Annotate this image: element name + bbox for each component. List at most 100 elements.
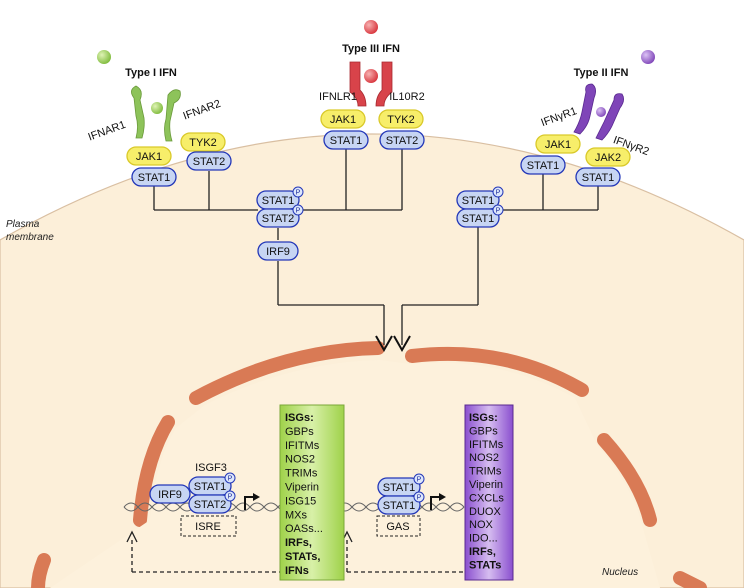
stat1-type2-b-label: STAT1 [582, 172, 615, 184]
phospho-icon: P [292, 204, 304, 216]
nuclear-envelope-right [405, 346, 589, 397]
type2-ifn-label: Type II IFN [574, 67, 629, 79]
isg-item: DUOX [469, 506, 501, 518]
isg-item-bold: STATs [469, 559, 501, 571]
type1-ifn-label: Type I IFN [125, 67, 177, 79]
type3-ifn-ligand-bound [364, 69, 378, 83]
jak1-type2-label: JAK1 [545, 139, 571, 151]
stat1-gas-b-label: STAT1 [383, 500, 416, 512]
gas-label: GAS [386, 521, 409, 533]
stat1-phospho-type2-b-label: STAT1 [462, 213, 495, 225]
pathway-lines [153, 148, 599, 345]
isg-item: TRIMs [469, 466, 502, 478]
type3-ifn-ligand [364, 20, 378, 34]
tyk2-type1: TYK2 [180, 132, 226, 152]
membrane-label: membrane [6, 232, 54, 243]
phospho-icon: P [224, 490, 236, 502]
stat1-type1-label: STAT1 [138, 172, 171, 184]
ifnlr1-receptor [349, 61, 367, 107]
type1-ifn-ligand [97, 50, 111, 64]
type2-ifn-ligand-bound [596, 107, 606, 117]
phospho-label: P [228, 494, 233, 501]
tyk2-type3: TYK2 [378, 109, 424, 129]
isg-item: GBPs [469, 425, 498, 437]
plasma-label: Plasma [6, 219, 40, 230]
stat1-phospho-type1-label: STAT1 [262, 195, 295, 207]
isg-item: OASs... [285, 523, 323, 535]
nuclear-envelope-left [189, 341, 385, 405]
type2-ifn-ligand [641, 50, 655, 64]
stat1-type2-a-label: STAT1 [527, 160, 560, 172]
il10r2-label: IL10R2 [389, 91, 424, 103]
isg-item: ISG15 [285, 495, 316, 507]
stat1-phospho-type2-a-label: STAT1 [462, 195, 495, 207]
isre-box [180, 515, 237, 537]
stat1-type3-label: STAT1 [330, 135, 363, 147]
phospho-icon: P [292, 186, 304, 198]
type1-ifn-ligand-bound [151, 102, 163, 114]
phospho-label: P [496, 190, 501, 197]
stat1-gas-a-label: STAT1 [383, 482, 416, 494]
isg-item: Viperin [469, 479, 503, 491]
ifngr1-label: IFNγR1 [539, 105, 578, 129]
isg-item: TRIMs [285, 468, 318, 480]
phospho-label: P [417, 495, 422, 502]
phospho-icon: P [492, 186, 504, 198]
isg-list-right: ISGs:GBPsIFITMsNOS2TRIMsViperinCXCLsDUOX… [469, 412, 504, 571]
stat2-isgf3-label: STAT2 [194, 499, 227, 511]
phospho-icon: P [413, 473, 425, 485]
isg-item: NOS2 [285, 454, 315, 466]
irf9-cytoplasm-label: IRF9 [266, 246, 290, 258]
isg-item: IFITMs [285, 440, 320, 452]
isg-item-bold: IRFs, [285, 537, 312, 549]
arrowhead-right [393, 335, 411, 353]
arrowhead-left [375, 335, 393, 353]
nuclear-envelope-bottom-right [673, 571, 707, 588]
phospho-label: P [296, 190, 301, 197]
irf9-nucleus: IRF9 [149, 484, 191, 504]
stat1-type2-b: STAT1 [575, 167, 621, 187]
gas-box [376, 515, 421, 537]
transcription-start-right-arrow [439, 493, 446, 501]
transcription-start-left-icon [244, 496, 255, 510]
stat2-type1: STAT2 [186, 151, 232, 171]
isg-item-bold: IFNs [285, 565, 309, 577]
irf9-cytoplasm: IRF9 [257, 241, 299, 261]
isg-box-left [279, 404, 345, 581]
ifnar2-label: IFNAR2 [182, 98, 223, 123]
isre-label: ISRE [195, 521, 221, 533]
jak1-type1-label: JAK1 [136, 151, 162, 163]
ifnlr1-label: IFNLR1 [319, 91, 357, 103]
feedback-arrow-left [126, 530, 138, 543]
isg-box-right [464, 404, 514, 581]
ifnar1-label: IFNAR1 [87, 119, 128, 144]
stat1-type1: STAT1 [131, 167, 177, 187]
nuclear-envelope-far-left [133, 415, 175, 527]
transcription-start-right-icon [430, 496, 441, 510]
phospho-label: P [228, 476, 233, 483]
stat1-type3: STAT1 [323, 130, 369, 150]
nuclear-envelope-far-right [597, 433, 657, 527]
jak2-type2: JAK2 [585, 147, 631, 167]
jak2-type2-label: JAK2 [595, 152, 621, 164]
stat1-isgf3-label: STAT1 [194, 481, 227, 493]
nuclear-envelope-bottom-left [31, 553, 51, 588]
phospho-label: P [296, 208, 301, 215]
isg-item-bold: IRFs, [469, 546, 496, 558]
il10r2-receptor [375, 61, 393, 107]
isg-item-bold: STATs, [285, 551, 320, 563]
isg-item: Viperin [285, 482, 319, 494]
isg-item: NOS2 [469, 452, 499, 464]
type3-ifn-label: Type III IFN [342, 43, 400, 55]
nucleus-label: Nucleus [602, 567, 638, 578]
tyk2-type1-label: TYK2 [189, 137, 217, 149]
phospho-icon: P [224, 472, 236, 484]
